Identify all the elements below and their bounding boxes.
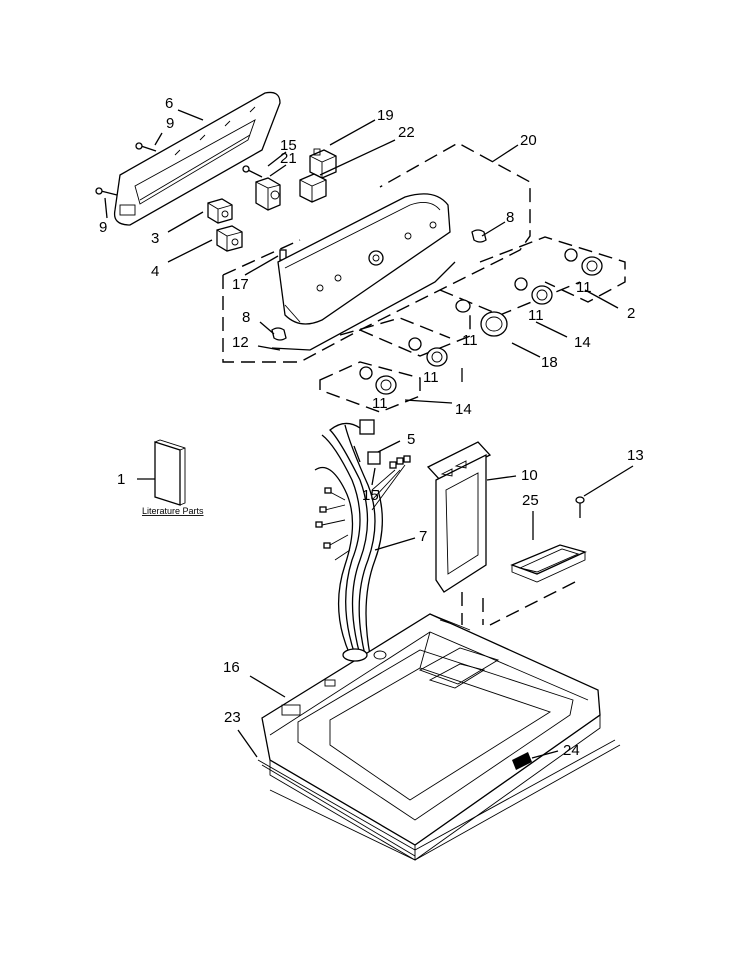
callout-11-e: 11 bbox=[372, 395, 388, 412]
callout-9-top: 9 bbox=[166, 115, 174, 132]
callout-17: 17 bbox=[232, 276, 249, 293]
callout-15-bottom: 15 bbox=[362, 487, 379, 504]
screw-top bbox=[135, 142, 157, 152]
callout-8-right: 8 bbox=[506, 209, 514, 226]
callout-11-d: 11 bbox=[423, 369, 439, 386]
switch-part-22 bbox=[299, 173, 327, 203]
callout-11-c: 11 bbox=[462, 332, 478, 349]
bracket-part-25 bbox=[510, 544, 587, 583]
knob-bottom bbox=[359, 366, 397, 395]
lint-filter bbox=[426, 441, 492, 593]
switch-part-3 bbox=[207, 198, 233, 224]
callout-3: 3 bbox=[151, 230, 159, 247]
callout-20: 20 bbox=[520, 132, 537, 149]
base-plane bbox=[257, 739, 621, 861]
callout-24: 24 bbox=[563, 742, 580, 759]
callout-1: 1 bbox=[117, 471, 125, 488]
switch-part-4 bbox=[216, 225, 243, 252]
callout-13: 13 bbox=[627, 447, 644, 464]
callout-18: 18 bbox=[541, 354, 558, 371]
callout-5: 5 bbox=[407, 431, 415, 448]
rod-part-12 bbox=[271, 261, 456, 351]
callout-21: 21 bbox=[280, 150, 297, 167]
rear-panel bbox=[113, 91, 281, 226]
console-body bbox=[277, 193, 451, 325]
callout-12: 12 bbox=[232, 334, 249, 351]
clip-part-8-left bbox=[271, 327, 287, 341]
callout-6: 6 bbox=[165, 95, 173, 112]
knob-center-large bbox=[455, 299, 508, 337]
literature-parts-label: Literature Parts bbox=[142, 506, 204, 516]
wire-harness bbox=[314, 419, 411, 656]
knob-mid-right bbox=[514, 277, 553, 305]
callout-23: 23 bbox=[224, 709, 241, 726]
screw-part-13 bbox=[575, 496, 585, 518]
leader-lines bbox=[104, 109, 634, 759]
callout-19: 19 bbox=[377, 107, 394, 124]
callout-25: 25 bbox=[522, 492, 539, 509]
callout-11-b: 11 bbox=[528, 307, 544, 324]
callout-7: 7 bbox=[419, 528, 427, 545]
callout-2: 2 bbox=[627, 305, 635, 322]
label-part-24 bbox=[512, 752, 532, 770]
callout-16: 16 bbox=[223, 659, 240, 676]
callout-11-a: 11 bbox=[576, 279, 592, 296]
callout-10: 10 bbox=[521, 467, 538, 484]
callout-4: 4 bbox=[151, 263, 159, 280]
filter-guide bbox=[461, 581, 576, 626]
knob-center-small bbox=[408, 337, 448, 367]
callout-15-top: 15 bbox=[280, 137, 297, 154]
screw-15-top bbox=[242, 165, 263, 178]
screw-left bbox=[95, 187, 118, 196]
callout-22: 22 bbox=[398, 124, 415, 141]
callout-14-right: 14 bbox=[574, 334, 591, 351]
clip-part-8-right bbox=[471, 229, 487, 243]
callout-14-bottom: 14 bbox=[455, 401, 472, 418]
callout-9-left: 9 bbox=[99, 219, 107, 236]
literature-booklet bbox=[154, 439, 186, 506]
knob-top-right bbox=[564, 248, 603, 276]
timer-part-21 bbox=[255, 177, 281, 211]
top-cover bbox=[261, 613, 601, 861]
callout-8-left: 8 bbox=[242, 309, 250, 326]
callout-labels: 6 9 9 3 4 17 15 21 19 22 20 8 8 12 11 11… bbox=[99, 95, 644, 759]
